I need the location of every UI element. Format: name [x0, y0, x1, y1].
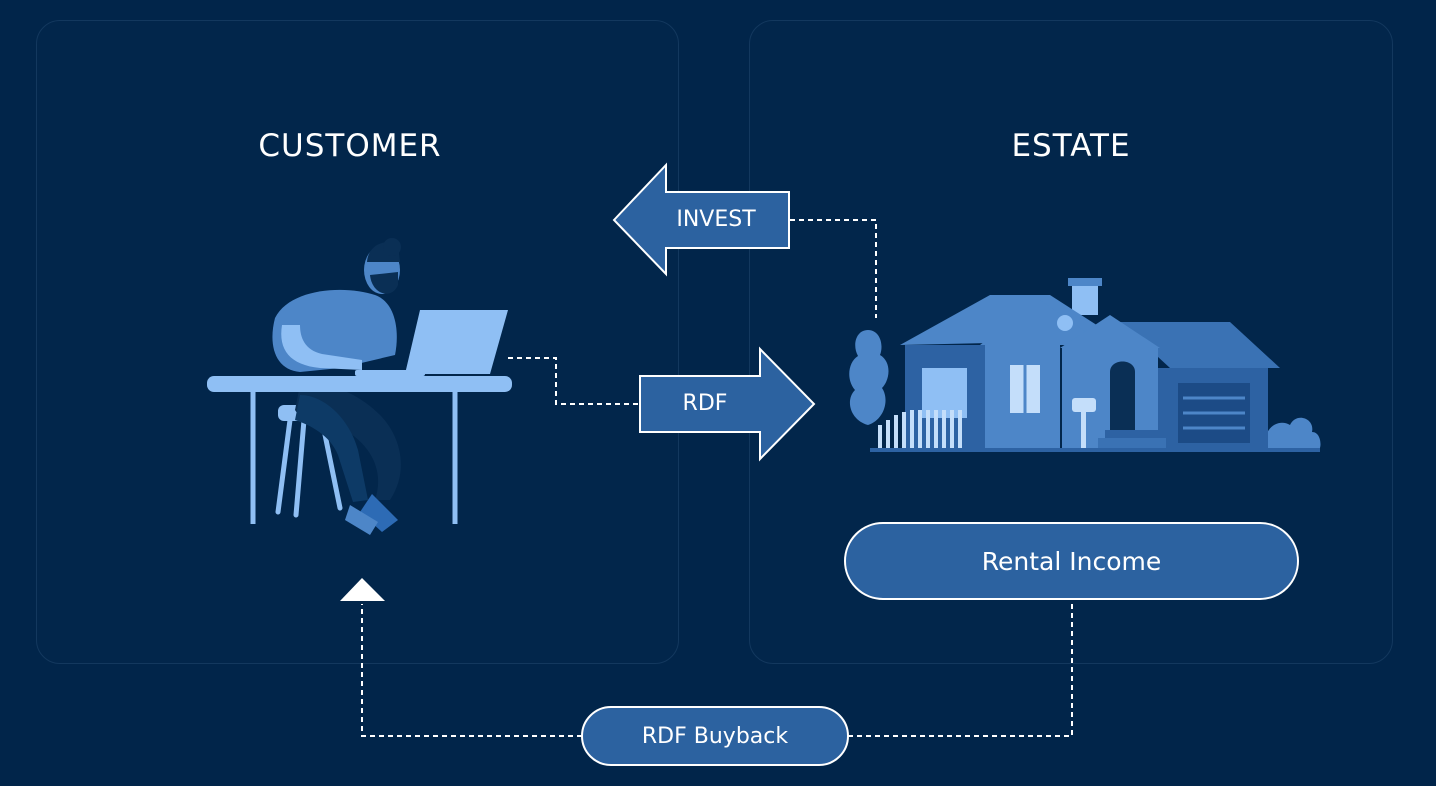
rdf-arrow-icon: [639, 346, 816, 462]
invest-arrow-icon: [612, 162, 790, 277]
rdf-connector-line: [508, 357, 640, 405]
buyback-to-customer-line: [361, 604, 582, 737]
up-arrowhead-icon: [340, 578, 385, 601]
invest-connector-line: [790, 219, 877, 318]
rental-income-label: Rental Income: [981, 546, 1162, 576]
rdf-buyback-label: RDF Buyback: [641, 723, 789, 749]
rdf-arrow-label: RDF: [682, 391, 728, 416]
estate-title: ESTATE: [1011, 128, 1131, 164]
rental-income-badge: Rental Income: [844, 522, 1299, 600]
rdf-buyback-badge: RDF Buyback: [581, 706, 849, 766]
rental-to-buyback-line: [848, 604, 1073, 737]
customer-title: CUSTOMER: [258, 128, 442, 164]
invest-arrow-label: INVEST: [676, 207, 756, 232]
